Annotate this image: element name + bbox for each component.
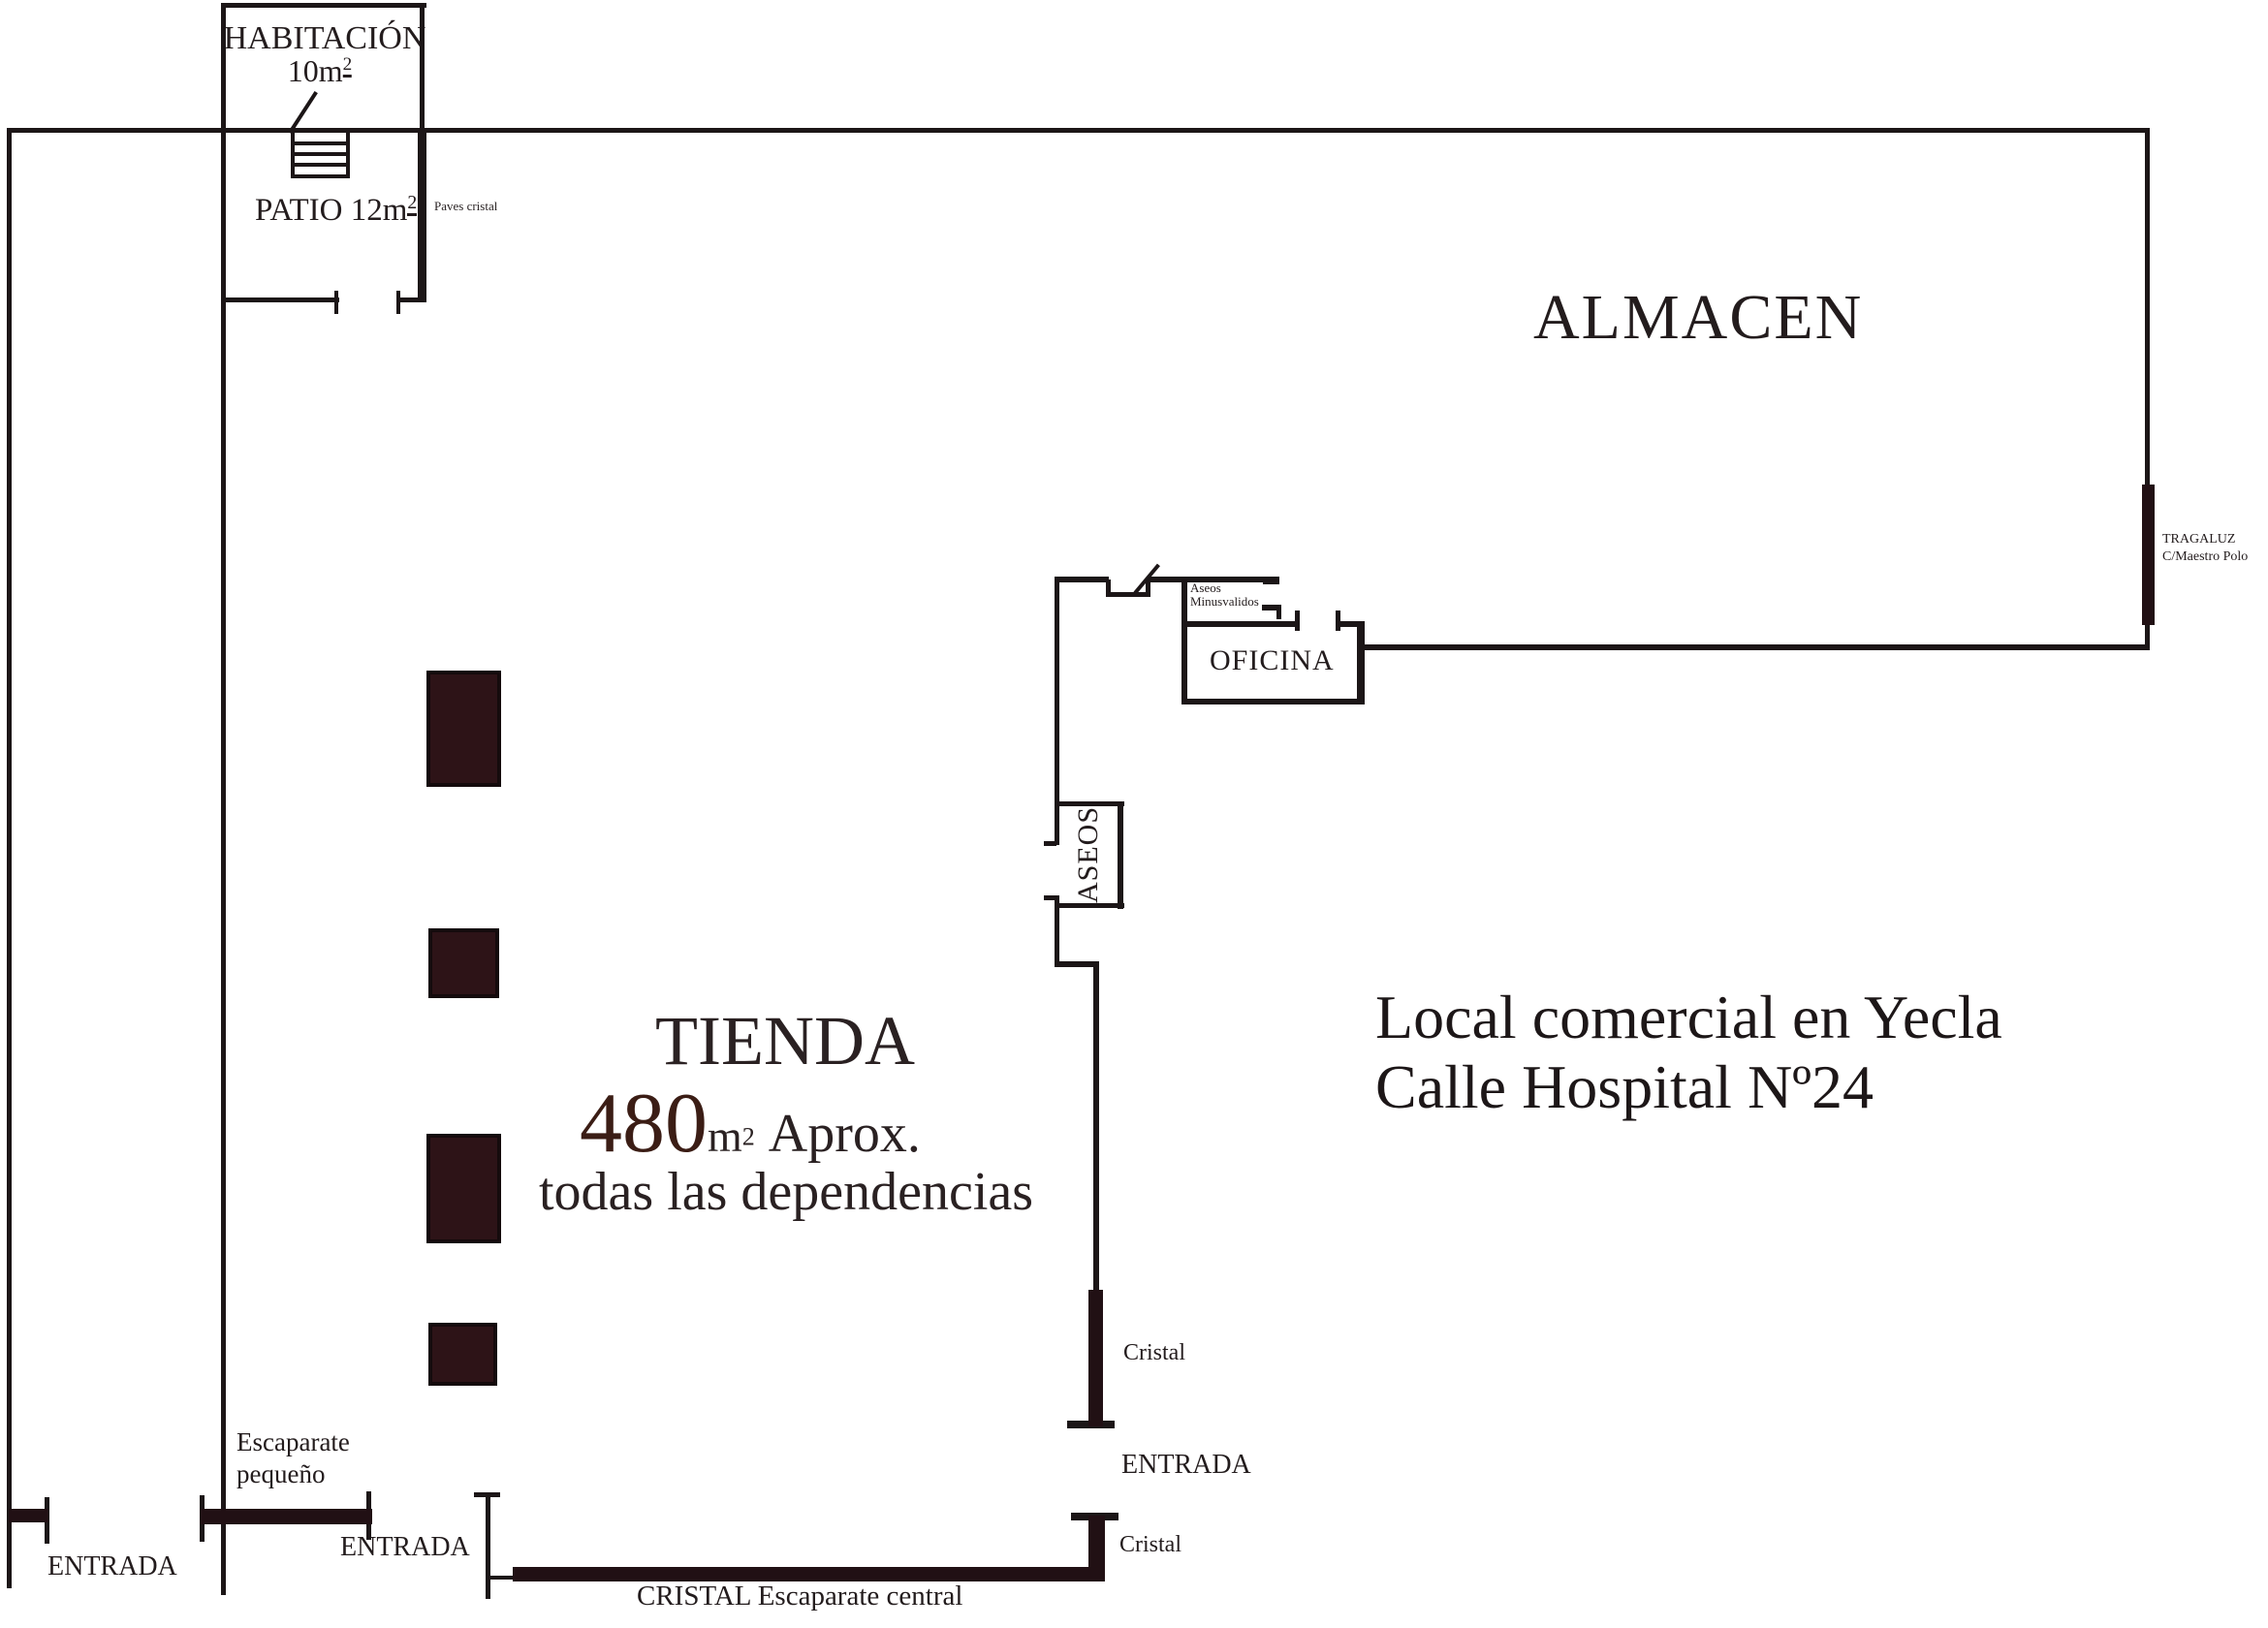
habitacion-area-exp: 2 — [342, 54, 353, 78]
stair-tread — [295, 163, 346, 167]
wall-middle — [221, 3, 226, 1595]
title-line2: Calle Hospital Nº24 — [1375, 1052, 1874, 1122]
door-jamb — [1044, 841, 1056, 846]
wall-top — [7, 128, 2150, 133]
wall-left — [7, 128, 12, 1588]
aseos-wall-bottom — [1055, 903, 1124, 908]
aseos-min-notch — [1106, 592, 1150, 597]
cristal-central-label: CRISTAL Escaparate central — [637, 1581, 963, 1612]
stair-tread — [295, 141, 346, 145]
room-label-almacen: ALMACEN — [1533, 282, 1864, 353]
aseos-wall-top — [1055, 801, 1124, 806]
stairs — [291, 129, 350, 178]
aseos-min-wall-top — [1148, 577, 1270, 582]
habitacion-wall-right — [420, 3, 425, 130]
cristal-upper-label: Cristal — [1123, 1340, 1185, 1365]
oficina-wall-top — [1181, 621, 1300, 627]
oficina-wall-right — [1357, 621, 1365, 704]
page-title: Local comercial en Yecla Calle Hospital … — [1375, 983, 2002, 1123]
tienda-area-value: 480 — [580, 1077, 708, 1171]
escaparate-line1: Escaparate — [236, 1427, 350, 1456]
corridor-wall-jog — [1055, 961, 1099, 967]
escaparate-central-glass-bar — [513, 1567, 1099, 1581]
entrada-center-label: ENTRADA — [340, 1532, 470, 1562]
habitacion-area: 10m2 — [287, 53, 353, 88]
patio-wall-bottom — [397, 297, 426, 302]
pillar — [428, 1323, 497, 1386]
oficina-wall-left — [1181, 577, 1187, 704]
aseos-wall-right — [1118, 801, 1123, 909]
wall-right-upper — [2145, 128, 2150, 488]
entrada-right-label: ENTRADA — [1121, 1450, 1251, 1480]
door-jamb — [1044, 895, 1056, 900]
tienda-area: 480m2 Aprox. — [580, 1081, 921, 1167]
pillar — [426, 1134, 501, 1243]
habitacion-wall-top — [221, 3, 426, 8]
paves-cristal-label: Paves cristal — [434, 199, 498, 213]
aseos-min-line1: Aseos — [1190, 580, 1221, 595]
shopfront-connector — [486, 1576, 515, 1580]
aseos-min-notch — [1106, 579, 1111, 597]
tienda-approx: Aprox. — [755, 1104, 921, 1164]
room-label-oficina: OFICINA — [1210, 644, 1335, 676]
patio-area-exp: 2 — [407, 192, 418, 216]
tragaluz-line1: TRAGALUZ — [2162, 532, 2236, 547]
corridor-wall — [1055, 895, 1059, 967]
oficina-wall-top — [1339, 621, 1365, 627]
pillar — [426, 671, 501, 787]
door-frame — [474, 1492, 500, 1497]
almacen-wall-bottom — [1362, 644, 2150, 650]
tienda-note: todas las dependencias — [539, 1162, 1034, 1222]
aseos-minusvalidos-label: Aseos Minusvalidos — [1190, 580, 1259, 610]
door-jamb — [1276, 605, 1281, 619]
cristal-glass-bar — [1088, 1290, 1103, 1426]
patio-door-jamb — [396, 291, 400, 314]
wall-end-cap — [1263, 577, 1279, 584]
patio-door-jamb — [334, 291, 338, 314]
tienda-approx-text: Aprox. — [768, 1104, 921, 1164]
corridor-wall — [1055, 577, 1059, 845]
aseos-min-notch — [1146, 579, 1150, 597]
entrada-left-glass-bar — [9, 1509, 48, 1522]
aseos-min-wall-top — [1055, 577, 1109, 582]
title-line1: Local comercial en Yecla — [1375, 983, 2002, 1051]
door-jamb — [1336, 610, 1340, 631]
patio-wall-right — [418, 128, 426, 302]
entrada-left-label: ENTRADA — [47, 1551, 177, 1581]
habitacion-area-value: 10m — [287, 53, 343, 88]
tragaluz-label: TRAGALUZ C/Maestro Polo — [2162, 531, 2248, 565]
room-label-habitacion: HABITACIÓN — [223, 20, 426, 57]
patio-wall-bottom — [221, 297, 339, 302]
cristal-lower-label: Cristal — [1119, 1532, 1181, 1557]
cristal-glass-bar — [1088, 1516, 1105, 1581]
escaparate-line2: pequeño — [236, 1458, 326, 1488]
tragaluz-skylight-bar — [2142, 485, 2155, 625]
escaparate-pequeno-label: Escaparate pequeño — [236, 1426, 350, 1490]
wall-right-lower — [2145, 621, 2150, 649]
tienda-area-exp: 2 — [741, 1122, 755, 1151]
habitacion-name: HABITACIÓN — [223, 20, 426, 56]
room-label-aseos: ASEOS — [1071, 805, 1104, 904]
door-jamb — [1295, 610, 1300, 631]
room-label-tienda: TIENDA — [655, 1002, 915, 1080]
tienda-area-unit: m — [708, 1111, 742, 1161]
escaparate-pequeno-glass-bar — [200, 1509, 372, 1524]
stair-tread — [295, 152, 346, 156]
aseos-min-line2: Minusvalidos — [1190, 594, 1259, 610]
tragaluz-line2: C/Maestro Polo — [2162, 548, 2249, 564]
patio-name: PATIO 12m — [255, 193, 408, 228]
wall-bottom-middle — [486, 1494, 490, 1599]
oficina-wall-bottom — [1181, 699, 1365, 704]
pillar — [428, 928, 499, 998]
corridor-wall — [1093, 961, 1099, 1292]
door-jamb — [1262, 605, 1281, 610]
room-label-patio: PATIO 12m2 — [255, 192, 418, 229]
